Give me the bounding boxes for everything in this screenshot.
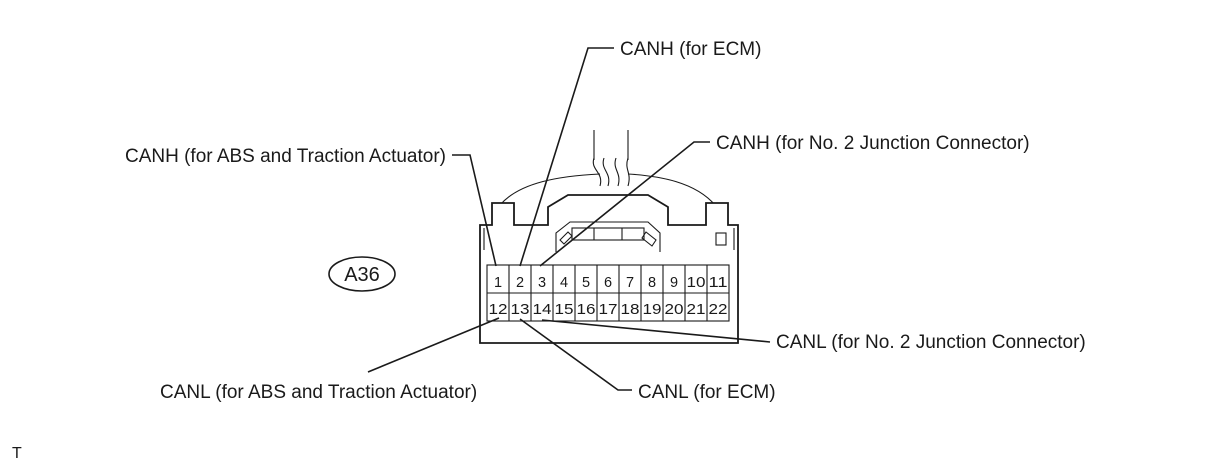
label-canl-ecm: CANL (for ECM) [638, 382, 776, 403]
pin-11: 11 [709, 275, 728, 291]
connector-id: A36 [344, 264, 380, 286]
pin-6: 6 [604, 275, 612, 291]
label-canl-jc2: CANL (for No. 2 Junction Connector) [776, 332, 1086, 353]
pin-10: 10 [687, 275, 706, 291]
pin-7: 7 [626, 275, 634, 291]
pin-5: 5 [582, 275, 590, 291]
corner-mark: T [12, 445, 22, 462]
pin-9: 9 [670, 275, 678, 291]
pin-17: 17 [599, 302, 618, 318]
wire-harness [499, 130, 716, 206]
label-canl-abs: CANL (for ABS and Traction Actuator) [160, 382, 477, 403]
pin-14: 14 [533, 302, 552, 318]
pin-8: 8 [648, 275, 656, 291]
pin-22: 22 [709, 302, 728, 318]
connector-id-badge: A36 [328, 256, 396, 292]
pin-4: 4 [560, 275, 568, 291]
pin-18: 18 [621, 302, 640, 318]
pin-13: 13 [511, 302, 530, 318]
leader-lines [367, 47, 771, 391]
pin-12: 12 [489, 302, 508, 318]
pin-19: 19 [643, 302, 662, 318]
pin-1: 1 [494, 275, 502, 291]
pin-15: 15 [555, 302, 574, 318]
label-canh-ecm: CANH (for ECM) [620, 39, 761, 60]
pin-20: 20 [665, 302, 684, 318]
pin-16: 16 [577, 302, 596, 318]
label-canh-abs: CANH (for ABS and Traction Actuator) [125, 146, 446, 167]
pin-2: 2 [516, 275, 524, 291]
connector-housing [479, 194, 739, 344]
label-canh-jc2: CANH (for No. 2 Junction Connector) [716, 133, 1030, 154]
pin-21: 21 [687, 302, 706, 318]
pin-3: 3 [538, 275, 546, 291]
